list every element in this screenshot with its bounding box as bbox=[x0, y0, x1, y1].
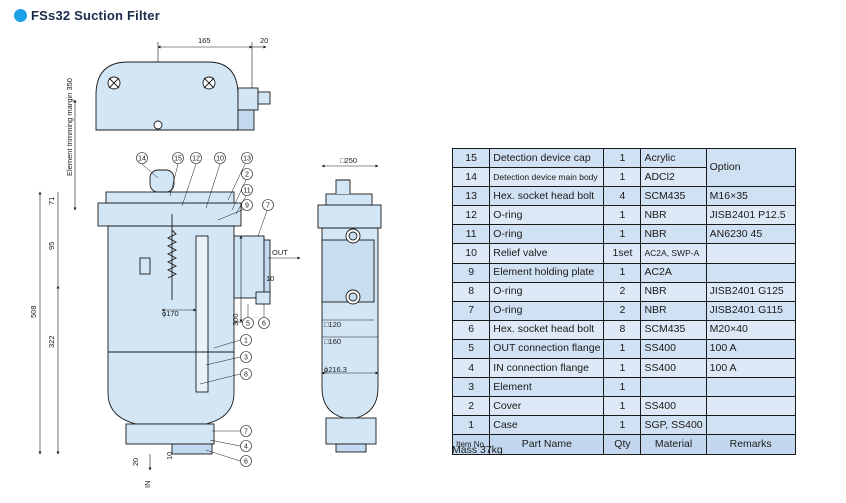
callouts: 14 15 12 10 13 2 11 9 7 5 6 1 3 8 7 4 6 bbox=[136, 152, 274, 467]
svg-text:5: 5 bbox=[246, 321, 250, 328]
svg-text:12: 12 bbox=[192, 156, 200, 163]
dim-h300: 300 bbox=[231, 313, 240, 326]
callout-14: 14 bbox=[136, 152, 148, 164]
table-header-row: Item No. Part Name Qty Material Remarks bbox=[451, 434, 796, 455]
dim-h322: 322 bbox=[47, 335, 56, 348]
dim-sq160: □160 bbox=[324, 337, 341, 346]
table-row: 14 Detection device main body 1 ADCl2 bbox=[451, 167, 796, 188]
svg-text:7: 7 bbox=[266, 203, 270, 210]
callout-5: 5 bbox=[242, 317, 254, 329]
table-row: 15 Detection device cap 1 Acrylic Option bbox=[451, 147, 796, 188]
header-part-name: Part Name bbox=[489, 434, 605, 455]
callout-7b: 7 bbox=[240, 425, 252, 437]
dim-h508: 508 bbox=[29, 305, 38, 318]
callout-6b: 6 bbox=[240, 455, 252, 467]
dimension-lines bbox=[38, 42, 379, 471]
callout-13: 13 bbox=[241, 152, 253, 164]
svg-text:1: 1 bbox=[244, 338, 248, 345]
title-bullet-icon bbox=[14, 9, 27, 22]
callout-leaders bbox=[141, 163, 269, 462]
svg-text:10: 10 bbox=[216, 156, 224, 163]
svg-text:11: 11 bbox=[243, 188, 250, 195]
header-qty: Qty bbox=[603, 434, 642, 455]
callout-11: 11 bbox=[241, 184, 253, 196]
page-title: FSs32 Suction Filter bbox=[14, 8, 160, 23]
dim-h10b: 10 bbox=[165, 452, 174, 460]
side-view bbox=[317, 179, 382, 453]
svg-text:7: 7 bbox=[244, 429, 248, 436]
header-material: Material bbox=[640, 434, 707, 455]
svg-text:8: 8 bbox=[244, 372, 248, 379]
label-out: OUT bbox=[272, 248, 288, 257]
callout-6a: 6 bbox=[258, 317, 270, 329]
callout-9: 9 bbox=[241, 199, 253, 211]
callout-15: 15 bbox=[172, 152, 184, 164]
dim-h71: 71 bbox=[47, 197, 56, 205]
parts-table: 15 Detection device cap 1 Acrylic Option… bbox=[451, 147, 796, 455]
callout-3: 3 bbox=[240, 351, 252, 363]
svg-text:4: 4 bbox=[244, 444, 248, 451]
dim-element-margin: Element trimming margin 350 bbox=[65, 78, 74, 176]
svg-text:6: 6 bbox=[244, 459, 248, 466]
mass-note: Mass 37kg bbox=[452, 444, 503, 456]
dimension-texts: 165 20 Element trimming margin 350 71 95… bbox=[29, 36, 357, 488]
dim-sq120: □120 bbox=[324, 320, 341, 329]
callout-8: 8 bbox=[240, 368, 252, 380]
front-view bbox=[97, 169, 271, 455]
dim-h20: 20 bbox=[131, 458, 140, 466]
header-remarks: Remarks bbox=[705, 434, 796, 455]
title-text: FSs32 Suction Filter bbox=[31, 8, 160, 23]
dim-sq250: □250 bbox=[340, 156, 357, 165]
dim-dia170: ϕ170 bbox=[162, 309, 179, 318]
svg-text:3: 3 bbox=[244, 355, 248, 362]
callout-2: 2 bbox=[241, 168, 253, 180]
dim-h95: 95 bbox=[47, 242, 56, 250]
dim-dia2163: ϕ216.3 bbox=[324, 365, 347, 374]
top-view bbox=[95, 61, 271, 131]
dim-h10a: 10 bbox=[266, 274, 274, 283]
remarks-option: Option bbox=[705, 147, 796, 188]
dim-top-width: 165 bbox=[198, 36, 211, 45]
svg-text:9: 9 bbox=[245, 203, 249, 210]
svg-text:6: 6 bbox=[262, 321, 266, 328]
svg-text:13: 13 bbox=[243, 156, 251, 163]
svg-text:15: 15 bbox=[174, 156, 182, 163]
callout-7a: 7 bbox=[262, 199, 274, 211]
header-item-no: Item No. bbox=[451, 434, 491, 455]
callout-1: 1 bbox=[240, 334, 252, 346]
svg-text:14: 14 bbox=[138, 156, 146, 163]
callout-4: 4 bbox=[240, 440, 252, 452]
callout-10: 10 bbox=[214, 152, 226, 164]
svg-text:2: 2 bbox=[245, 172, 249, 179]
dim-top-offset: 20 bbox=[260, 36, 268, 45]
callout-12: 12 bbox=[190, 152, 202, 164]
label-in: IN bbox=[143, 481, 152, 489]
